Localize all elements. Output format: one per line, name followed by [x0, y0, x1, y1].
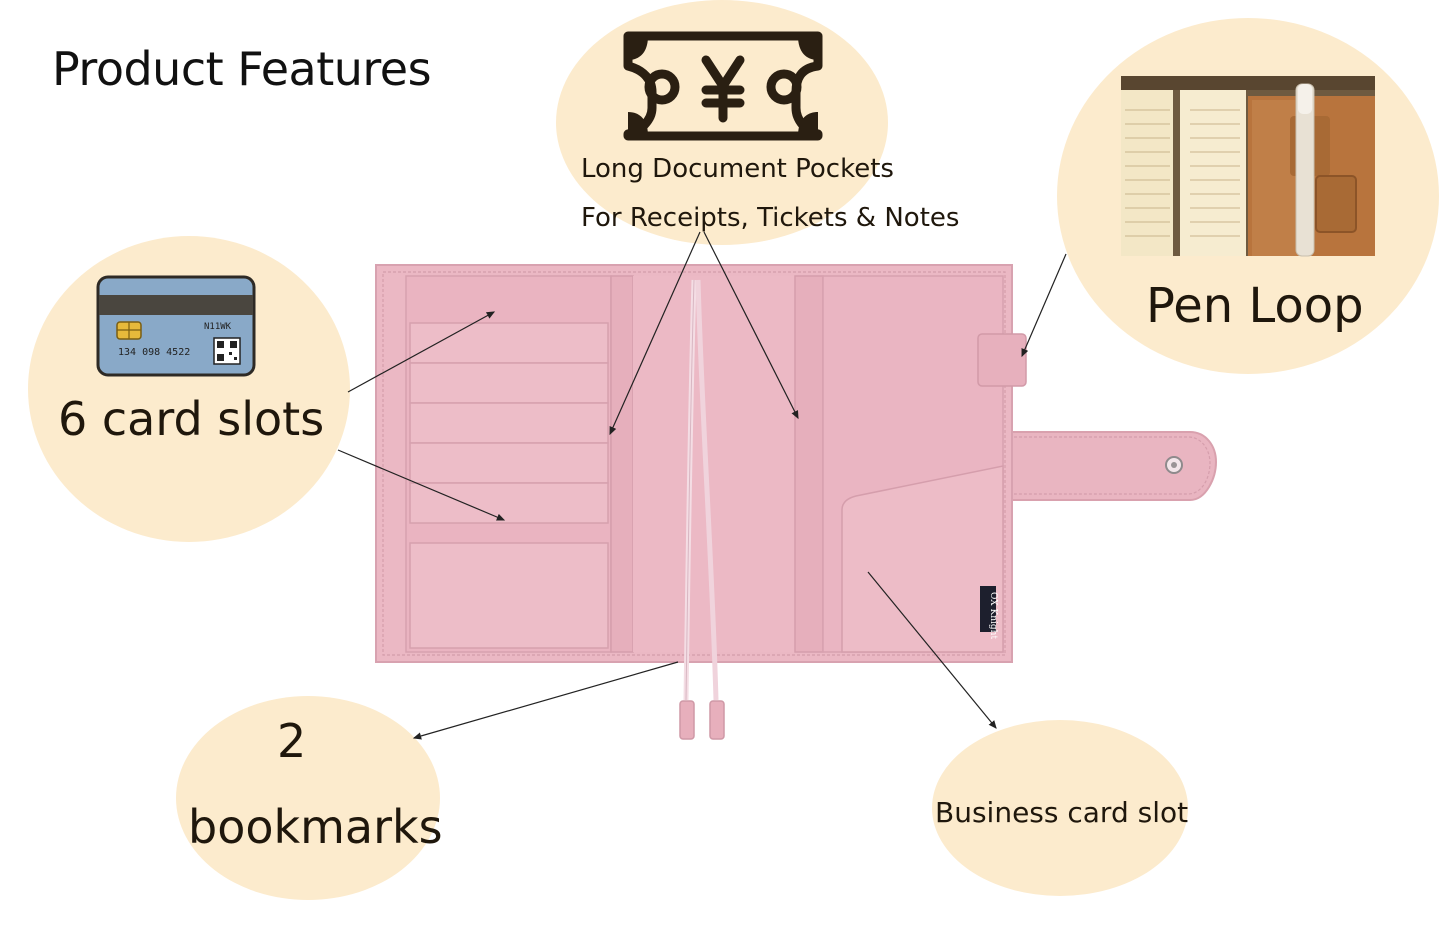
feature-circle-bookmarks: [176, 696, 440, 900]
feature-circle-document-pockets: [556, 0, 888, 245]
bookmarks-label-line2: bookmarks: [188, 800, 443, 854]
credit-card-icon: N11WK 134 098 4522: [96, 275, 256, 377]
document-pockets-label-line2: For Receipts, Tickets & Notes: [581, 203, 960, 233]
card-brand-text: N11WK: [204, 322, 232, 332]
pen-loop-photo: [1121, 76, 1375, 257]
bookmarks-label-line1: 2: [277, 714, 307, 768]
document-pockets-label-line1: Long Document Pockets: [581, 154, 894, 184]
card-number-text: 134 098 4522: [118, 347, 190, 358]
card-slots-label: 6 card slots: [58, 392, 325, 446]
page-title: Product Features: [52, 42, 432, 96]
wallet-illustration: OX Knight: [375, 264, 1218, 740]
wallet-brand-tag: OX Knight: [988, 592, 998, 639]
business-card-slot-label: Business card slot: [935, 796, 1189, 829]
money-bill-icon: [623, 31, 823, 141]
pen-loop-label: Pen Loop: [1146, 278, 1364, 334]
feature-circle-business-card: [932, 720, 1188, 896]
annotation-arrows: [337, 231, 1067, 740]
